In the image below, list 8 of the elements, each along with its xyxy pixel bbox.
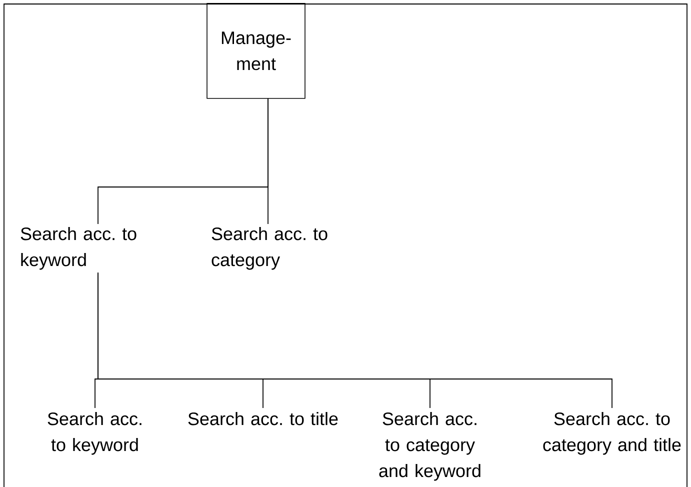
branch-label: Search acc. to keyword <box>20 227 136 270</box>
leaf-label: Search acc. to category and title <box>543 412 681 455</box>
connector-line <box>98 272 612 408</box>
branch-label: Search acc. to category <box>212 227 328 270</box>
leaf-label: Search acc. to title <box>188 412 338 426</box>
leaf-label: Search acc. to keyword <box>48 412 142 455</box>
management-box: Manage- ment <box>206 3 306 99</box>
leaf-label: Search acc. to category and keyword <box>379 412 480 481</box>
